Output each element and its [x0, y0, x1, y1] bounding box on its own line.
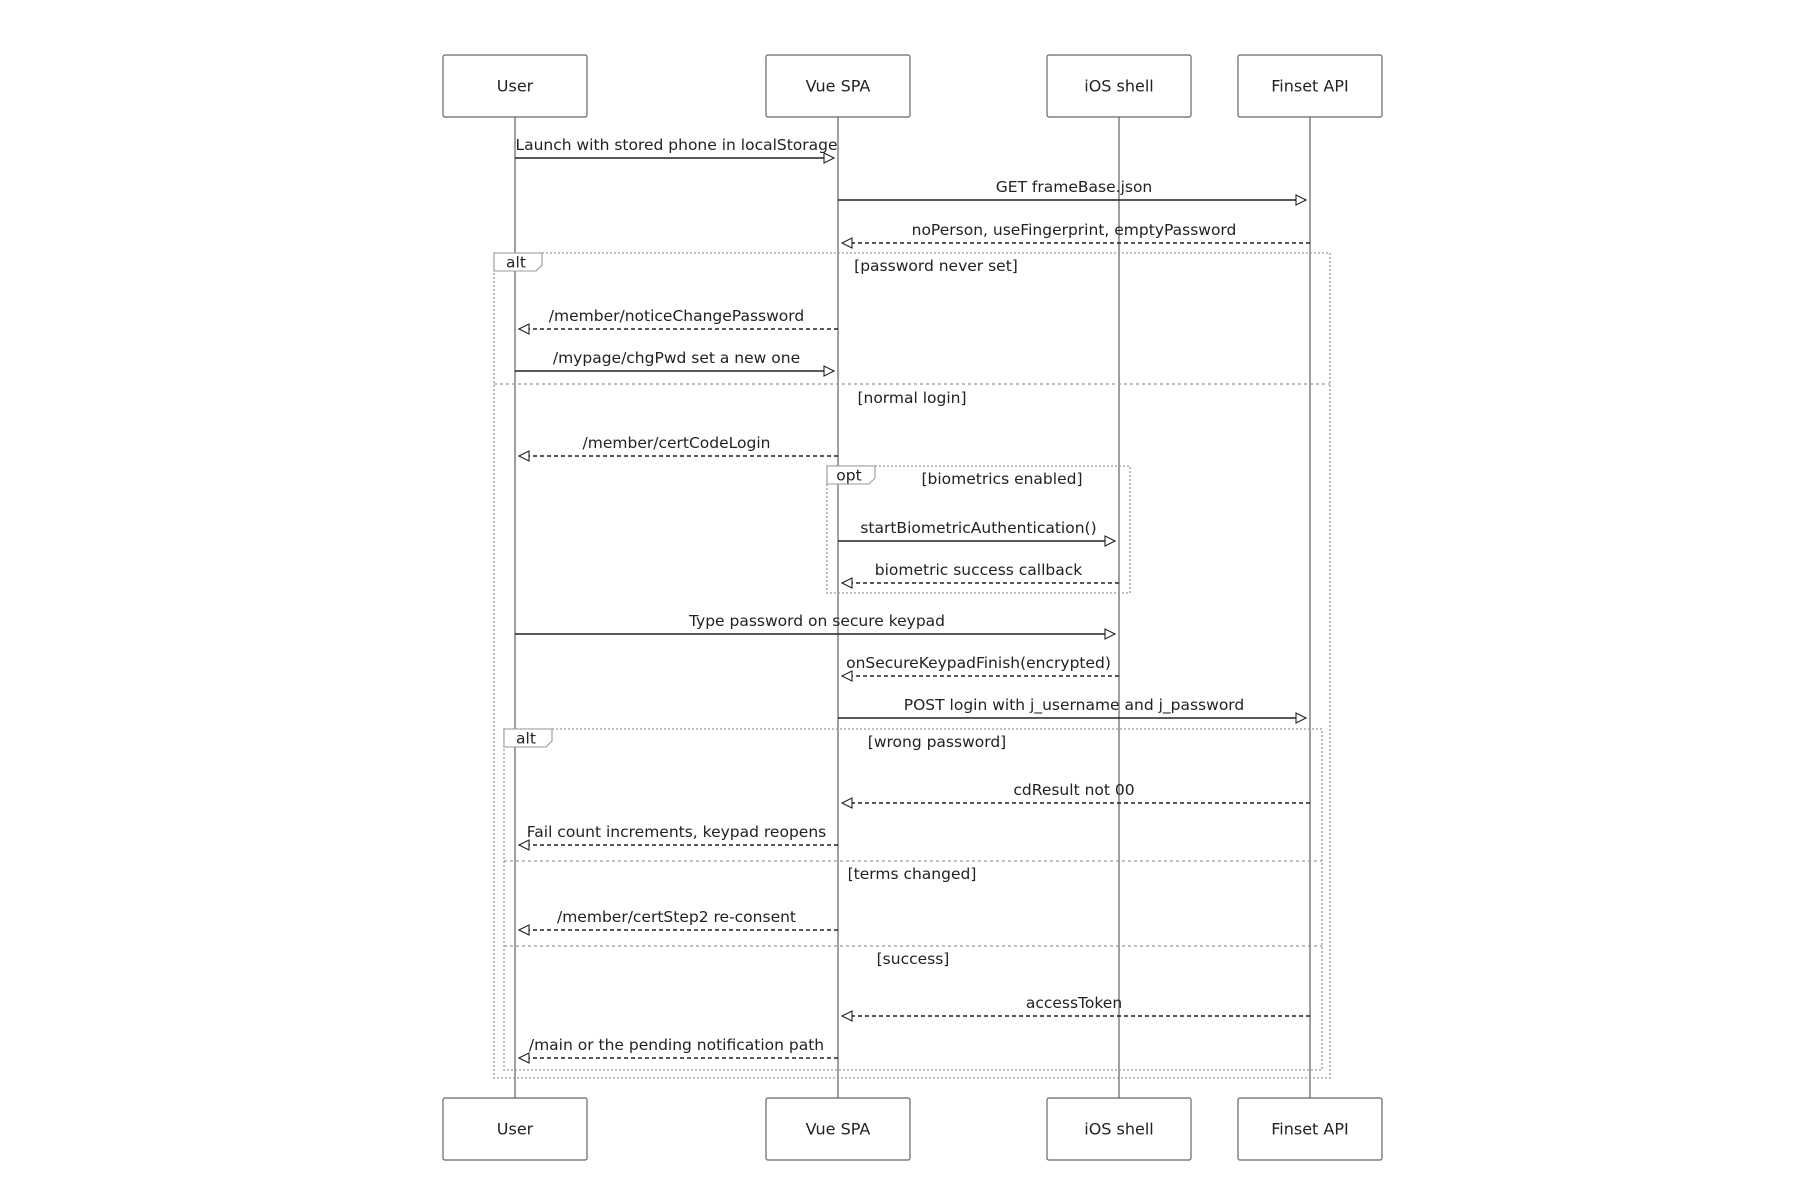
arrowhead [517, 323, 530, 335]
actor-box [442, 1097, 588, 1161]
fragment-condition: [wrong password] [868, 733, 1006, 751]
actor-label: Vue SPA [806, 1120, 871, 1139]
fragment-condition: [terms changed] [848, 865, 977, 883]
actor-finset-top: Finset API [1237, 54, 1383, 118]
message: startBiometricAuthentication() [838, 519, 1117, 547]
fragment-tab [503, 728, 553, 748]
actor-ios-bottom: iOS shell [1046, 1097, 1192, 1161]
arrowhead [517, 839, 530, 851]
actor-box [1237, 1097, 1383, 1161]
arrowhead [517, 924, 530, 936]
actor-box [765, 54, 911, 118]
actor-label: Finset API [1271, 77, 1348, 96]
fragment-tab [493, 252, 543, 272]
fragment-operator: opt [836, 467, 861, 485]
actor-user-bottom: User [442, 1097, 588, 1161]
fragment-condition: [normal login] [857, 389, 966, 407]
message: Type password on secure keypad [515, 612, 1117, 640]
actor-label: User [497, 77, 534, 96]
message: accessToken [840, 994, 1310, 1022]
fragment-tab [826, 465, 876, 485]
message-label: Type password on secure keypad [688, 612, 945, 630]
arrowhead [517, 1052, 530, 1064]
arrowhead [840, 797, 853, 809]
actor-box [1046, 54, 1192, 118]
arrowhead [823, 365, 836, 377]
arrowhead [517, 450, 530, 462]
arrowhead [840, 670, 853, 682]
actor-label: User [497, 1120, 534, 1139]
message-label: onSecureKeypadFinish(encrypted) [846, 654, 1111, 672]
message-label: GET frameBase.json [996, 178, 1153, 196]
actor-box [765, 1097, 911, 1161]
actor-label: iOS shell [1084, 1120, 1154, 1139]
actor-box [1237, 54, 1383, 118]
arrowhead [840, 1010, 853, 1022]
message-label: accessToken [1026, 994, 1122, 1012]
message-label: /main or the pending notification path [529, 1036, 824, 1054]
message-label: biometric success callback [875, 561, 1083, 579]
message: /member/certStep2 re-consent [517, 908, 838, 936]
actor-label: Vue SPA [806, 77, 871, 96]
message: /member/noticeChangePassword [517, 307, 838, 335]
message-label: /member/noticeChangePassword [549, 307, 804, 325]
message-label: /member/certCodeLogin [583, 434, 771, 452]
actor-box [1046, 1097, 1192, 1161]
actor-vue-top: Vue SPA [765, 54, 911, 118]
message: biometric success callback [840, 561, 1119, 589]
actor-finset-bottom: Finset API [1237, 1097, 1383, 1161]
actor-user-top: User [442, 54, 588, 118]
fragment-frame [503, 728, 1323, 1071]
actor-box [442, 54, 588, 118]
message-label: /mypage/chgPwd set a new one [553, 349, 800, 367]
actor-label: Finset API [1271, 1120, 1348, 1139]
message: /main or the pending notification path [517, 1036, 838, 1064]
arrowhead [1295, 194, 1308, 206]
fragment-condition: [biometrics enabled] [921, 470, 1082, 488]
message-label: POST login with j_username and j_passwor… [904, 696, 1245, 715]
arrowhead [823, 152, 836, 164]
actor-label: iOS shell [1084, 77, 1154, 96]
message-label: Launch with stored phone in localStorage [515, 136, 837, 154]
message: Fail count increments, keypad reopens [517, 823, 838, 851]
fragment-alt: alt [password never set] [normal login] [493, 252, 1331, 1079]
message-label: cdResult not 00 [1013, 781, 1134, 799]
message: GET frameBase.json [838, 178, 1308, 206]
fragment-condition: [success] [877, 950, 950, 968]
message: noPerson, useFingerprint, emptyPassword [840, 221, 1310, 249]
fragment-condition: [password never set] [854, 257, 1018, 275]
arrowhead [840, 237, 853, 249]
message: POST login with j_username and j_passwor… [838, 696, 1308, 724]
arrowhead [1104, 628, 1117, 640]
message: Launch with stored phone in localStorage [515, 136, 838, 164]
message-label: startBiometricAuthentication() [860, 519, 1096, 537]
message: cdResult not 00 [840, 781, 1310, 809]
fragment-opt: opt [biometrics enabled] [826, 465, 1131, 594]
fragment-frame [826, 465, 1131, 594]
arrowhead [1295, 712, 1308, 724]
fragment-frame [493, 252, 1331, 1079]
message: /mypage/chgPwd set a new one [515, 349, 836, 377]
fragment-operator: alt [506, 254, 526, 272]
fragment-alt: alt [wrong password] [terms changed] [succe… [503, 728, 1323, 1071]
actor-ios-top: iOS shell [1046, 54, 1192, 118]
message-label: noPerson, useFingerprint, emptyPassword [912, 221, 1237, 239]
arrowhead [840, 577, 853, 589]
actor-vue-bottom: Vue SPA [765, 1097, 911, 1161]
arrowhead [1104, 535, 1117, 547]
message-label: Fail count increments, keypad reopens [527, 823, 826, 841]
message-label: /member/certStep2 re-consent [557, 908, 796, 926]
message: onSecureKeypadFinish(encrypted) [840, 654, 1119, 682]
fragment-operator: alt [516, 730, 536, 748]
message: /member/certCodeLogin [517, 434, 838, 462]
